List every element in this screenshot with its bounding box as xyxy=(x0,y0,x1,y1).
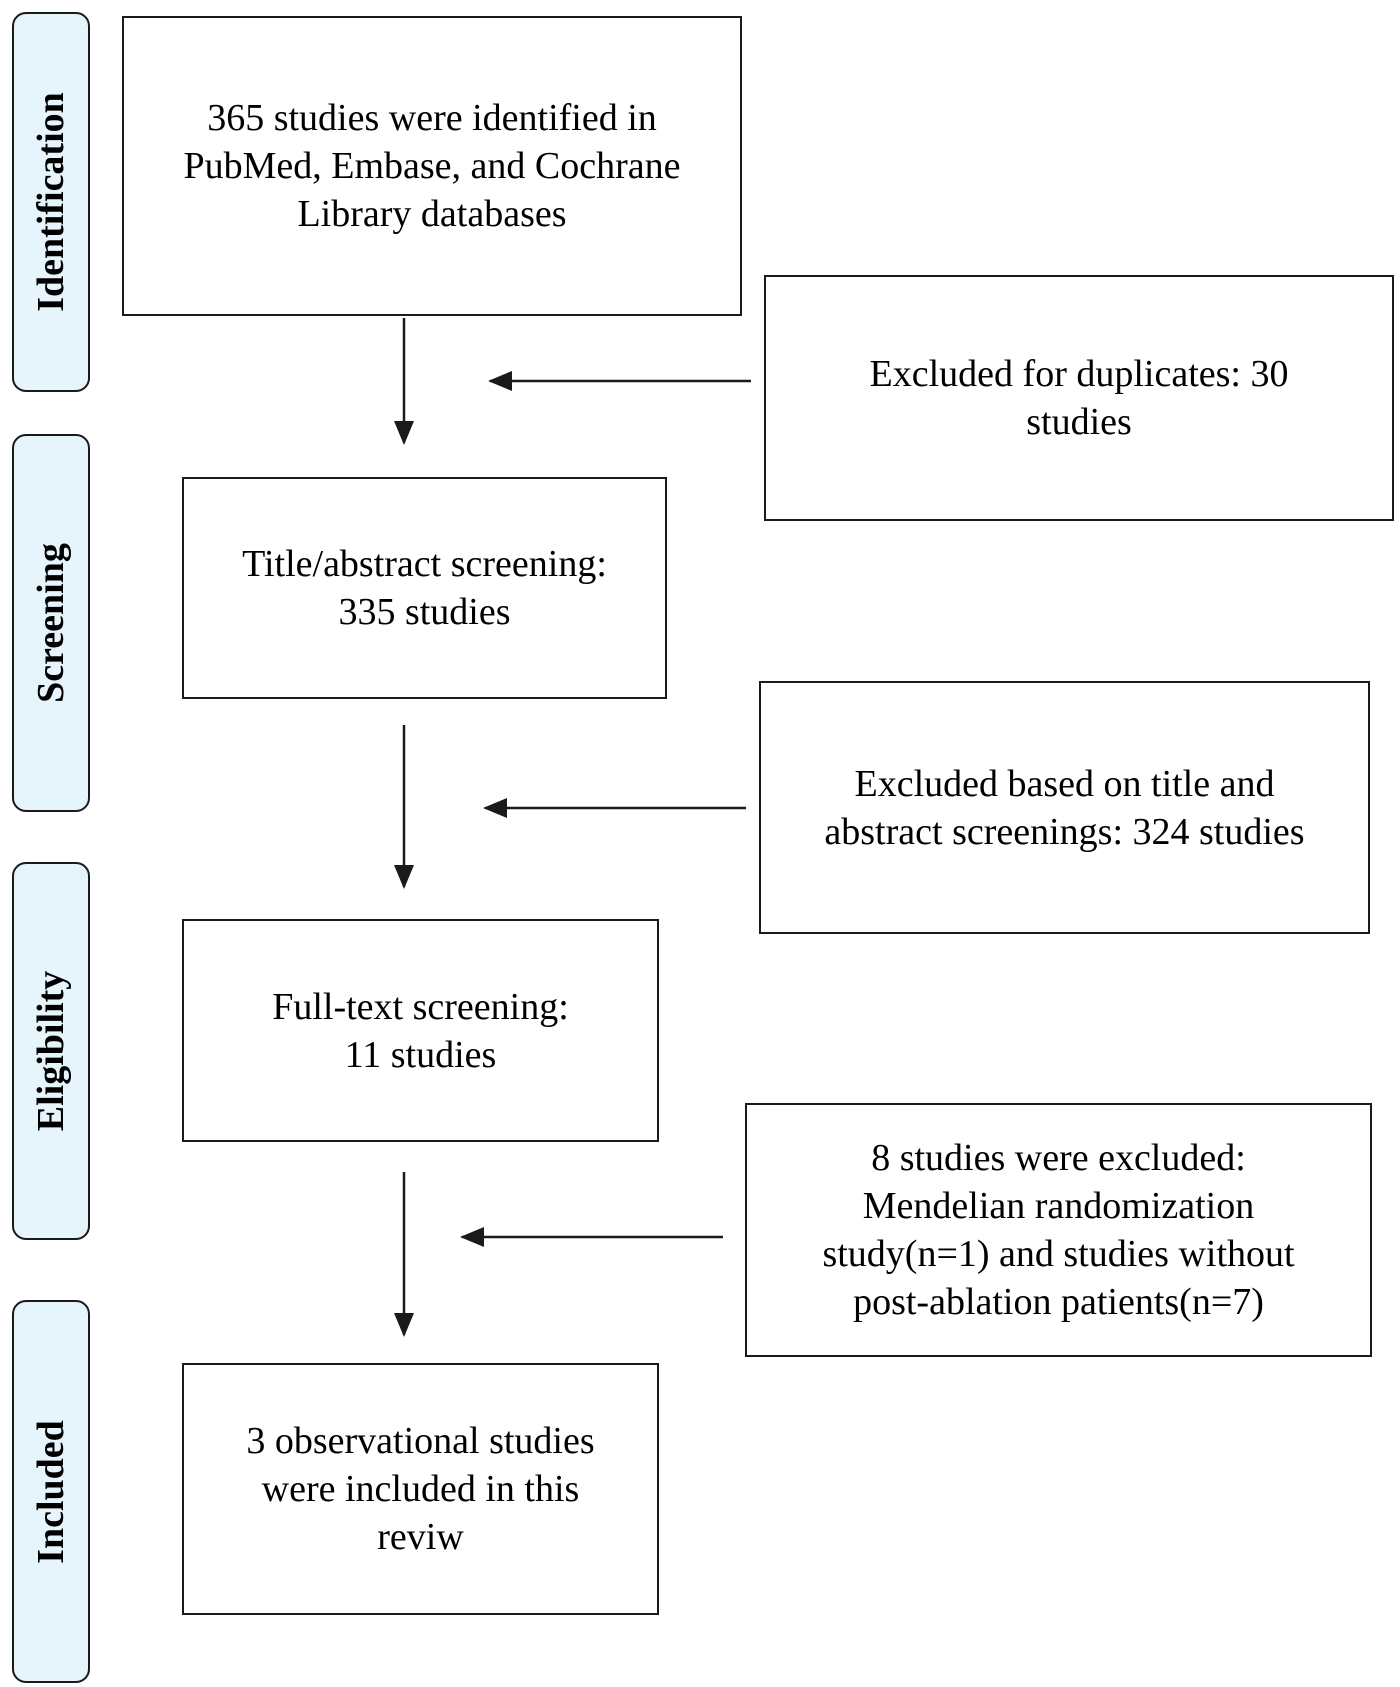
excluded-duplicates-text: Excluded for duplicates: 30 studies xyxy=(869,353,1289,443)
included-text: 3 observational studies were included in… xyxy=(246,1420,595,1558)
excluded-full-text-box: 8 studies were excluded: Mendelian rando… xyxy=(745,1103,1372,1357)
stage-screening: Screening xyxy=(12,434,90,812)
stage-included: Included xyxy=(12,1300,90,1683)
title-abstract-box: Title/abstract screening: 335 studies xyxy=(182,477,667,699)
identified-box: 365 studies were identified in PubMed, E… xyxy=(122,16,742,316)
excluded-duplicates-box: Excluded for duplicates: 30 studies xyxy=(764,275,1394,521)
included-box: 3 observational studies were included in… xyxy=(182,1363,659,1615)
full-text-box: Full-text screening: 11 studies xyxy=(182,919,659,1142)
full-text-text: Full-text screening: 11 studies xyxy=(272,985,569,1076)
excluded-title-abstract-box: Excluded based on title and abstract scr… xyxy=(759,681,1370,934)
stage-eligibility: Eligibility xyxy=(12,862,90,1240)
excluded-title-abstract-text: Excluded based on title and abstract scr… xyxy=(824,762,1305,853)
stage-identification: Identification xyxy=(12,12,90,392)
excluded-full-text-text: 8 studies were excluded: Mendelian rando… xyxy=(822,1137,1295,1323)
identified-text: 365 studies were identified in PubMed, E… xyxy=(183,97,681,235)
title-abstract-text: Title/abstract screening: 335 studies xyxy=(242,543,607,633)
